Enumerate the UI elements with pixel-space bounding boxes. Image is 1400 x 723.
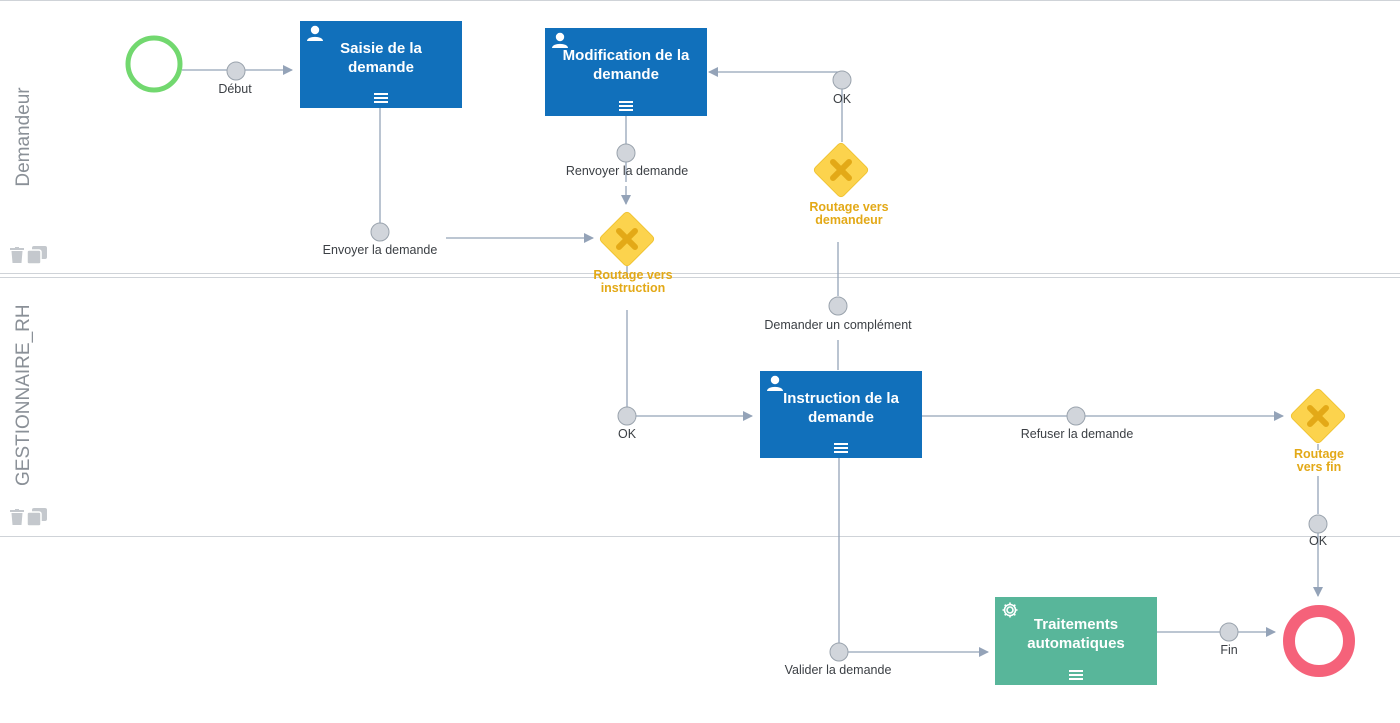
user-icon	[766, 375, 784, 396]
lane-divider	[0, 536, 1400, 537]
task-label: Traitements automatiques	[1027, 616, 1125, 652]
lane-top-border	[0, 0, 1400, 1]
task-label: Modification de la demande	[562, 47, 690, 83]
end-event[interactable]	[1283, 605, 1355, 677]
task-instruction-demande[interactable]: Instruction de la demande	[760, 371, 922, 458]
transition-node-demander-complement[interactable]	[828, 296, 848, 316]
transition-label-ok-instruction: OK	[617, 427, 637, 441]
transition-label-demander-complement: Demander un complément	[764, 318, 912, 332]
hamburger-menu-icon[interactable]	[374, 93, 388, 103]
task-label: Instruction de la demande	[783, 389, 899, 426]
transition-node-refuser[interactable]	[1066, 406, 1086, 426]
hamburger-menu-icon[interactable]	[1069, 670, 1083, 680]
task-traitements-automatiques[interactable]: Traitements automatiques	[995, 597, 1157, 685]
transition-label-fin: Fin	[1220, 643, 1238, 657]
task-saisie-demande[interactable]: Saisie de la demande	[300, 21, 462, 108]
transition-node-ok-modif[interactable]	[832, 70, 852, 90]
start-event[interactable]	[125, 35, 183, 93]
copy-icon[interactable]	[26, 246, 47, 269]
transition-label-ok-modif: OK	[832, 92, 852, 106]
transition-node-renvoyer[interactable]	[616, 143, 636, 163]
transition-label-refuser: Refuser la demande	[1020, 427, 1134, 441]
task-label: Saisie de la demande	[340, 39, 422, 76]
hamburger-menu-icon[interactable]	[834, 443, 848, 453]
gateway-label-demandeur: Routage vers demandeur	[809, 200, 889, 227]
gateway-label-fin: Routage vers fin	[1294, 447, 1344, 474]
trash-icon[interactable]	[10, 247, 24, 268]
transition-label-valider: Valider la demande	[784, 663, 892, 677]
transition-node-envoyer[interactable]	[370, 222, 390, 242]
transition-node-valider[interactable]	[829, 642, 849, 662]
transition-node-fin[interactable]	[1219, 622, 1239, 642]
gear-icon	[1001, 601, 1019, 624]
user-icon	[551, 32, 569, 53]
exclusive-gateway-x-icon	[830, 159, 852, 181]
transition-label-envoyer: Envoyer la demande	[322, 243, 438, 257]
trash-icon[interactable]	[10, 509, 24, 530]
gateway-label-instruction: Routage vers instruction	[593, 268, 673, 295]
transition-label-ok-fin: OK	[1308, 534, 1328, 548]
transition-label-debut: Début	[218, 82, 252, 96]
lane-tools-demandeur	[10, 246, 47, 269]
transition-node-ok-fin[interactable]	[1308, 514, 1328, 534]
gateway-routage-fin[interactable]	[1290, 388, 1347, 445]
lane-tools-gestionnaire	[10, 508, 47, 531]
transition-node-debut[interactable]	[226, 61, 246, 81]
transition-node-ok-instruction[interactable]	[617, 406, 637, 426]
lane-divider	[0, 273, 1400, 274]
exclusive-gateway-x-icon	[1307, 405, 1329, 427]
lane-divider	[0, 277, 1400, 278]
task-modification-demande[interactable]: Modification de la demande	[545, 28, 707, 116]
copy-icon[interactable]	[26, 508, 47, 531]
exclusive-gateway-x-icon	[616, 228, 638, 250]
user-icon	[306, 25, 324, 46]
gateway-routage-instruction[interactable]	[599, 211, 656, 268]
hamburger-menu-icon[interactable]	[619, 101, 633, 111]
transition-label-renvoyer: Renvoyer la demande	[565, 164, 689, 178]
gateway-routage-demandeur[interactable]	[813, 142, 870, 199]
